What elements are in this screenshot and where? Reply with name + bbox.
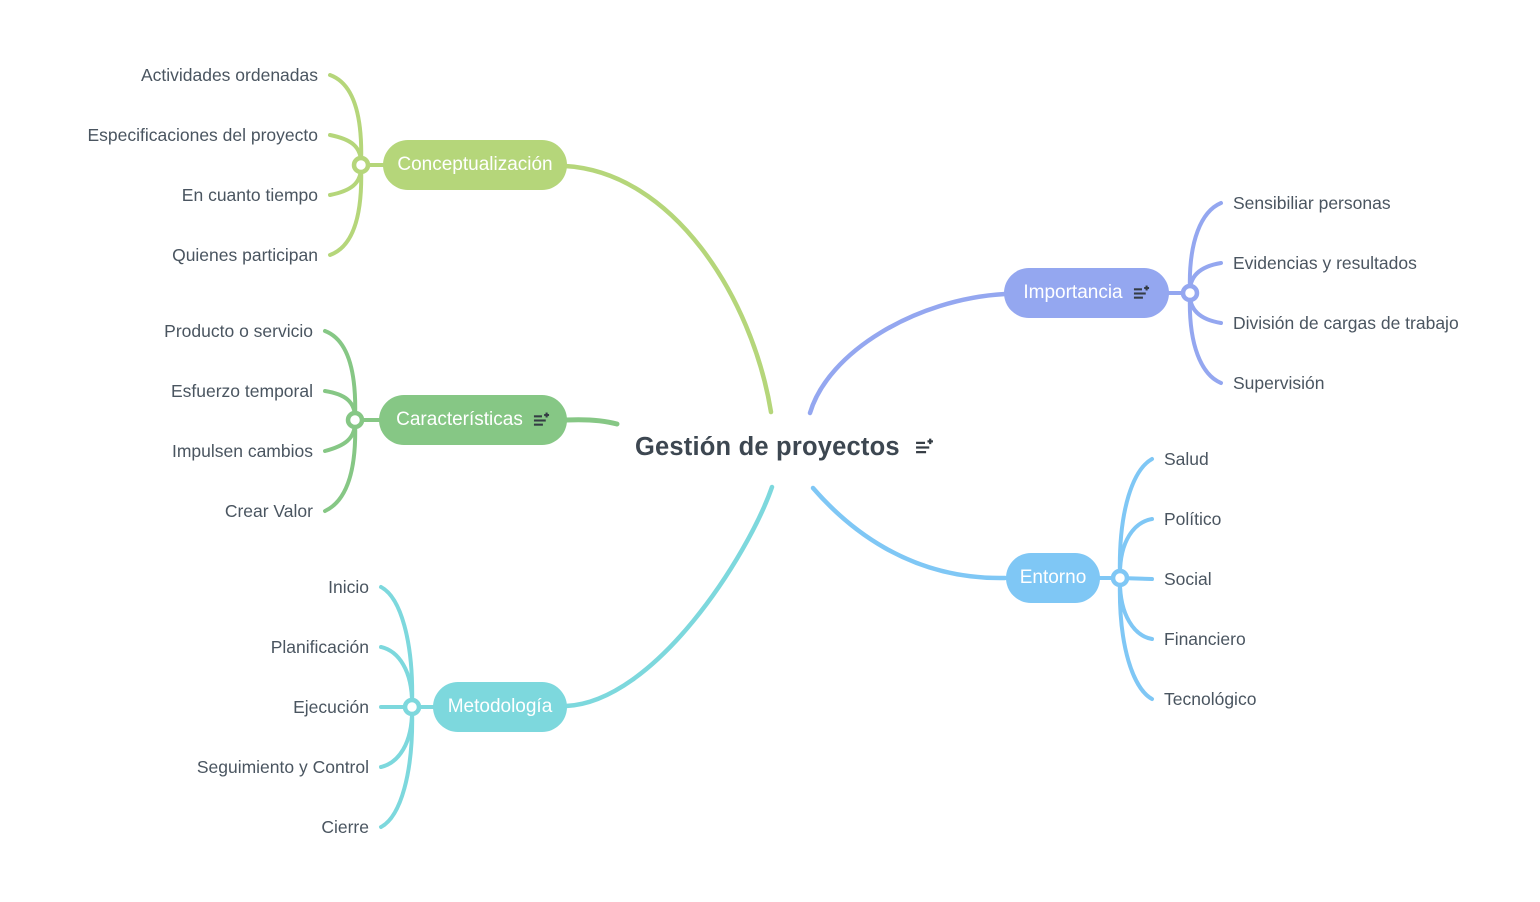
branch-node-entorno[interactable]: Entorno: [1006, 553, 1100, 603]
collapse-toggle-caracteristicas[interactable]: [345, 410, 365, 430]
child-curve: [1187, 201, 1223, 295]
collapse-toggle-conceptualizacion[interactable]: [351, 155, 371, 175]
branch-label: Entorno: [1019, 567, 1087, 588]
branch-node-importancia[interactable]: Importancia: [1004, 268, 1169, 318]
child-node[interactable]: Producto o servicio: [164, 321, 313, 341]
child-node[interactable]: Esfuerzo temporal: [170, 381, 313, 401]
child-node[interactable]: Supervisión: [1233, 373, 1325, 393]
branch-label: Metodología: [447, 696, 553, 717]
child-node[interactable]: Cierre: [321, 817, 369, 837]
branch-curve-entorno: [810, 485, 1008, 581]
child-node[interactable]: Impulsen cambios: [171, 441, 313, 461]
child-node[interactable]: Inicio: [328, 577, 369, 597]
branch-label: Importancia: [1023, 282, 1123, 303]
child-curve: [328, 163, 364, 257]
child-node[interactable]: Sensibiliar personas: [1233, 193, 1391, 213]
add-note-icon[interactable]: [533, 412, 550, 429]
child-curve: [323, 418, 358, 513]
child-node[interactable]: Especificaciones del proyecto: [87, 125, 318, 145]
branch-label: Características: [396, 409, 523, 430]
child-curve: [379, 645, 415, 709]
child-curve: [323, 329, 358, 422]
child-node[interactable]: Político: [1164, 509, 1222, 529]
child-node[interactable]: Seguimiento y Control: [196, 757, 369, 777]
central-node-title: Gestión de proyectos: [635, 433, 900, 461]
child-node[interactable]: Crear Valor: [224, 501, 313, 521]
branch-curve-importancia: [807, 291, 1008, 416]
child-node[interactable]: Financiero: [1164, 629, 1246, 649]
child-node[interactable]: Social: [1164, 569, 1212, 589]
child-curve: [1117, 576, 1154, 701]
child-curve: [328, 73, 364, 167]
add-note-icon[interactable]: [1133, 285, 1150, 302]
collapse-toggle-importancia[interactable]: [1180, 283, 1200, 303]
branch-node-conceptualizacion[interactable]: Conceptualización: [383, 140, 567, 190]
child-node[interactable]: Evidencias y resultados: [1233, 253, 1417, 273]
child-node[interactable]: División de cargas de trabajo: [1233, 313, 1459, 333]
child-curve: [379, 705, 415, 769]
branch-curve-metodologia: [563, 484, 775, 709]
branch-node-caracteristicas[interactable]: Características: [379, 395, 567, 445]
child-node[interactable]: Actividades ordenadas: [140, 65, 318, 85]
branch-node-metodologia[interactable]: Metodología: [433, 682, 567, 732]
child-node[interactable]: En cuanto tiempo: [181, 185, 318, 205]
child-node[interactable]: Quienes participan: [172, 245, 318, 265]
collapse-toggle-metodologia[interactable]: [402, 697, 422, 717]
child-node[interactable]: Planificación: [270, 637, 369, 657]
child-node[interactable]: Ejecución: [293, 697, 369, 717]
child-curve: [1187, 291, 1223, 385]
child-node[interactable]: Salud: [1164, 449, 1209, 469]
child-curve: [1117, 576, 1154, 641]
child-curve: [379, 705, 415, 829]
central-node[interactable]: Gestión de proyectos: [635, 433, 934, 462]
collapse-toggle-entorno[interactable]: [1110, 568, 1130, 588]
add-note-icon[interactable]: [915, 438, 934, 457]
branch-curve-conceptualizacion: [562, 163, 774, 415]
branch-label: Conceptualización: [397, 154, 553, 175]
child-node[interactable]: Tecnológico: [1164, 689, 1257, 709]
child-curve: [1117, 517, 1154, 580]
branch-curve-caracteristicas: [563, 417, 620, 427]
